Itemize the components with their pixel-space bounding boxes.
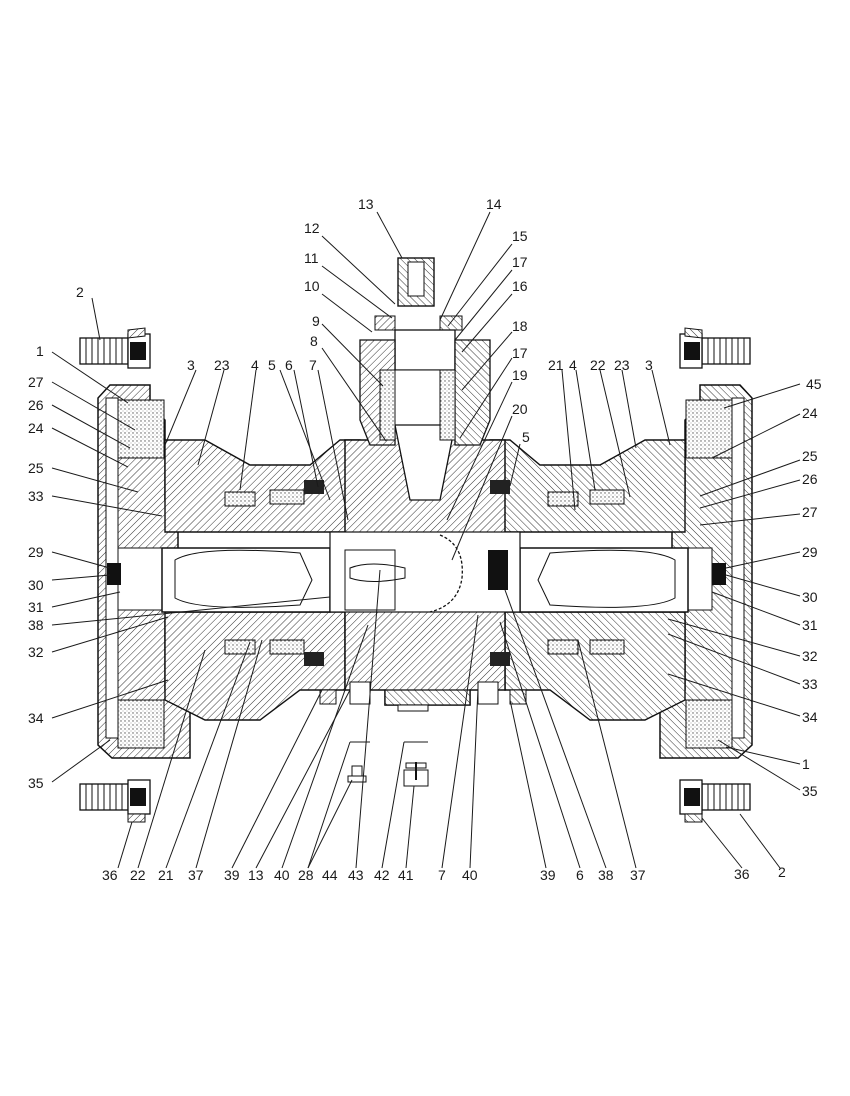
callout-17-a: 17	[512, 254, 528, 270]
callout-38-l: 38	[28, 617, 44, 633]
callout-44: 44	[322, 867, 338, 883]
callout-26-l: 26	[28, 397, 44, 413]
callout-7-l: 7	[309, 357, 317, 373]
bolt-top-left	[79, 333, 151, 369]
callout-3-l: 3	[187, 357, 195, 373]
callout-45: 45	[806, 376, 822, 392]
callout-12: 12	[304, 220, 320, 236]
callout-35-l: 35	[28, 775, 44, 791]
callout-13-b: 13	[248, 867, 264, 883]
loose-parts	[347, 762, 429, 787]
callout-40-l: 40	[274, 867, 290, 883]
callout-25-r: 25	[802, 448, 818, 464]
callout-4-l: 4	[251, 357, 259, 373]
callout-2-br: 2	[778, 864, 786, 880]
callout-21-b: 21	[158, 867, 174, 883]
callout-36-l: 36	[102, 867, 118, 883]
callout-27-r: 27	[802, 504, 818, 520]
callout-27-l: 27	[28, 374, 44, 390]
callout-10: 10	[304, 278, 320, 294]
callout-22-b: 22	[130, 867, 146, 883]
callout-38-b: 38	[598, 867, 614, 883]
callout-34-r: 34	[802, 709, 818, 725]
callout-36-r: 36	[734, 866, 750, 882]
callout-30-l: 30	[28, 577, 44, 593]
leader-lines	[51, 211, 801, 869]
callout-6-b: 6	[576, 867, 584, 883]
left-housing-upper	[164, 439, 361, 533]
bolt-bottom-right	[679, 779, 751, 815]
callout-19: 19	[512, 367, 528, 383]
bolt-bottom-left	[79, 779, 151, 815]
callout-8: 8	[310, 333, 318, 349]
callout-32-l: 32	[28, 644, 44, 660]
callout-4-r: 4	[569, 357, 577, 373]
bottom-cover	[319, 681, 527, 712]
callout-2-tl: 2	[76, 284, 84, 300]
callout-30-r: 30	[802, 589, 818, 605]
right-hub	[659, 384, 753, 759]
pinion-assembly	[359, 257, 491, 501]
callout-42: 42	[374, 867, 390, 883]
callout-5-r: 5	[522, 429, 530, 445]
ring-gear	[429, 534, 463, 613]
callout-28: 28	[298, 867, 314, 883]
callout-1-l: 1	[36, 343, 44, 359]
callout-34-l: 34	[28, 710, 44, 726]
callout-37-l: 37	[188, 867, 204, 883]
callout-29-l: 29	[28, 544, 44, 560]
callout-22-r: 22	[590, 357, 606, 373]
callout-23-l: 23	[214, 357, 230, 373]
callout-39-r: 39	[540, 867, 556, 883]
callout-3-r: 3	[645, 357, 653, 373]
callout-11: 11	[304, 250, 319, 266]
callout-37-r: 37	[630, 867, 646, 883]
callout-1-r: 1	[802, 756, 810, 772]
callout-18: 18	[512, 318, 528, 334]
callout-35-r: 35	[802, 783, 818, 799]
callout-13-top: 13	[358, 196, 374, 212]
callout-33-r: 33	[802, 676, 818, 692]
callout-33-l: 33	[28, 488, 44, 504]
callout-24-l: 24	[28, 420, 44, 436]
callout-24-r: 24	[802, 405, 818, 421]
callout-16: 16	[512, 278, 528, 294]
callout-40-r: 40	[462, 867, 478, 883]
right-housing-upper	[489, 439, 686, 533]
callout-26-r: 26	[802, 471, 818, 487]
callout-17-b: 17	[512, 345, 528, 361]
callout-7-b: 7	[438, 867, 446, 883]
callout-9: 9	[312, 313, 320, 329]
callout-labels: 13 14 12 15 11 17 10 16 9 18 8 17 19 20 …	[28, 196, 822, 883]
callout-41: 41	[398, 867, 414, 883]
callout-23-r: 23	[614, 357, 630, 373]
callout-29-r: 29	[802, 544, 818, 560]
bolt-top-right	[679, 333, 751, 369]
callout-39-l: 39	[224, 867, 240, 883]
callout-6-l: 6	[285, 357, 293, 373]
callout-20: 20	[512, 401, 528, 417]
bearings	[224, 480, 625, 666]
callout-31-l: 31	[28, 599, 44, 615]
callout-32-r: 32	[802, 648, 818, 664]
callout-21-r: 21	[548, 357, 564, 373]
callout-5-l: 5	[268, 357, 276, 373]
callout-25-l: 25	[28, 460, 44, 476]
right-housing-lower	[504, 611, 686, 721]
callout-14: 14	[486, 196, 502, 212]
left-hub	[97, 384, 191, 759]
callout-31-r: 31	[802, 617, 818, 633]
callout-43: 43	[348, 867, 364, 883]
callout-15: 15	[512, 228, 528, 244]
drawing-body	[79, 257, 753, 823]
